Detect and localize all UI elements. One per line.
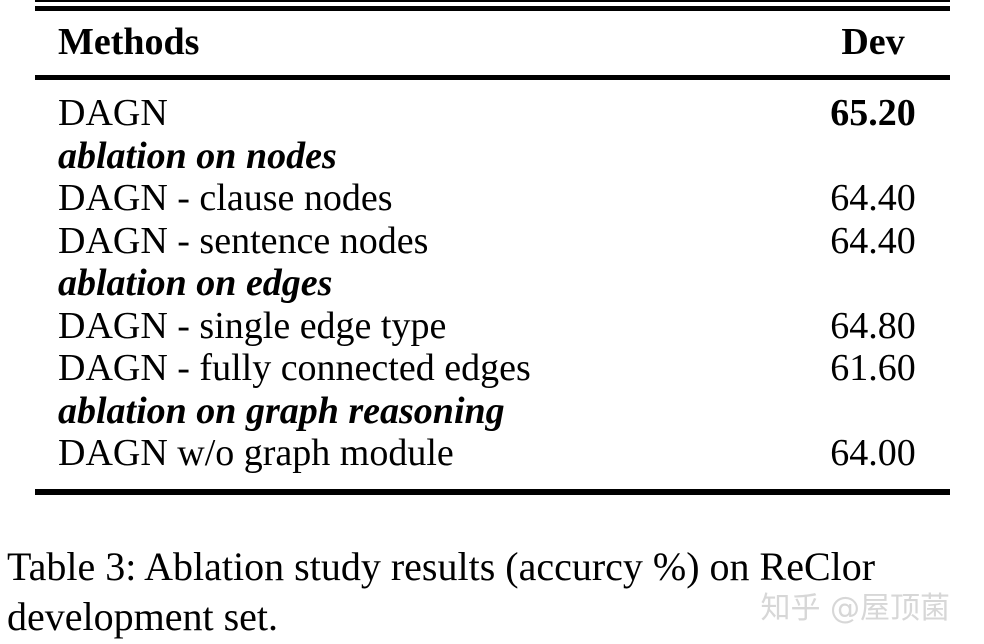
- table-caption: Table 3: Ablation study results (accurcy…: [7, 542, 959, 642]
- table-section-row: ablation on edges: [35, 262, 950, 305]
- dev-cell: 64.40: [830, 219, 916, 262]
- method-cell: DAGN - fully connected edges: [58, 347, 531, 389]
- column-header-methods: Methods: [58, 21, 200, 63]
- table-row: DAGN - fully connected edges 61.60: [35, 347, 950, 390]
- table-row: DAGN 65.20: [35, 92, 950, 135]
- method-cell: DAGN w/o graph module: [58, 432, 454, 474]
- table-section-row: ablation on graph reasoning: [35, 390, 950, 433]
- dev-cell: 64.80: [830, 304, 916, 347]
- caption-line-2: development set.: [7, 594, 279, 639]
- method-cell: DAGN - single edge type: [58, 304, 447, 347]
- caption-line-1: Table 3: Ablation study results (accurcy…: [7, 544, 876, 589]
- table-row: DAGN - sentence nodes 64.40: [35, 220, 950, 263]
- zhihu-watermark: 知乎 @屋顶菌: [760, 591, 950, 626]
- dev-cell: 61.60: [830, 347, 916, 389]
- section-label: ablation on graph reasoning: [58, 389, 505, 432]
- table-header-row: Methods Dev: [35, 21, 950, 63]
- table-row: DAGN w/o graph module 64.00: [35, 432, 950, 475]
- dev-cell: [808, 390, 938, 433]
- column-header-dev: Dev: [841, 21, 905, 63]
- table-row: DAGN - clause nodes 64.40: [35, 177, 950, 220]
- table-top-thin-rule: [35, 0, 950, 2]
- method-cell: DAGN - clause nodes: [58, 177, 393, 219]
- table-section-row: ablation on nodes: [35, 135, 950, 178]
- method-cell: DAGN: [58, 92, 168, 134]
- dev-cell: 64.40: [830, 177, 916, 219]
- method-cell: DAGN - sentence nodes: [58, 219, 429, 262]
- table-bottom-rule: [35, 489, 950, 495]
- table-header-rule: [35, 75, 950, 80]
- dev-cell: 65.20: [830, 92, 916, 134]
- section-label: ablation on edges: [58, 262, 333, 304]
- dev-cell: 64.00: [830, 432, 916, 474]
- table-top-rule: [35, 6, 950, 11]
- section-label: ablation on nodes: [58, 134, 337, 177]
- table-row: DAGN - single edge type 64.80: [35, 305, 950, 348]
- table-body: DAGN 65.20 ablation on nodes DAGN - clau…: [35, 92, 950, 475]
- dev-cell: [808, 135, 938, 178]
- dev-cell: [808, 262, 938, 305]
